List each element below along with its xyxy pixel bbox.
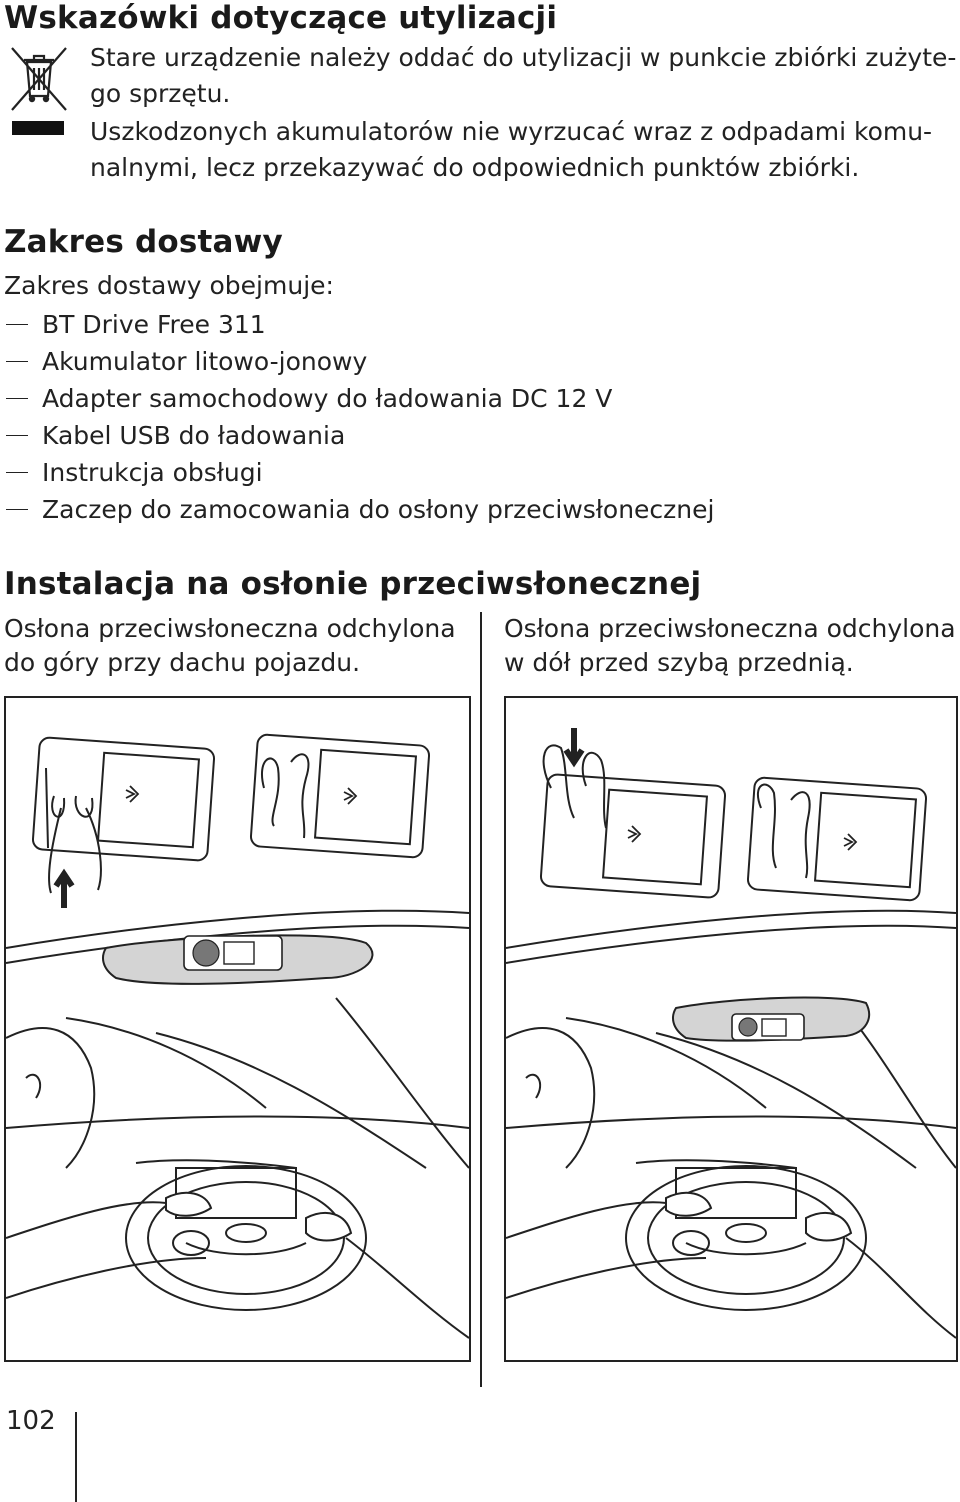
delivery-list-item: Akumulator litowo-jonowy bbox=[6, 347, 367, 376]
dash-bullet-icon bbox=[6, 397, 28, 399]
disposal-paragraph-1-line-1: Stare urządzenie należy oddać do utyliza… bbox=[90, 43, 957, 72]
delivery-title: Zakres dostawy bbox=[4, 224, 283, 260]
delivery-item-label: Adapter samochodowy do ładowania DC 12 V bbox=[42, 384, 613, 413]
disposal-paragraph-2-line-1: Uszkodzonych akumulatorów nie wyrzucać w… bbox=[90, 117, 933, 146]
illustration-visor-lowered bbox=[504, 696, 958, 1362]
separate-collection-bar-icon bbox=[12, 121, 64, 135]
delivery-list-item: Adapter samochodowy do ładowania DC 12 V bbox=[6, 384, 612, 413]
dash-bullet-icon bbox=[6, 360, 28, 362]
delivery-list-item: Zaczep do zamocowania do osłony przeciws… bbox=[6, 495, 714, 524]
disposal-paragraph-1-line-2: go sprzętu. bbox=[90, 79, 231, 108]
delivery-list-item: BT Drive Free 311 bbox=[6, 310, 266, 339]
dash-bullet-icon bbox=[6, 471, 28, 473]
left-caption-line-2: do góry przy dachu pojazdu. bbox=[4, 648, 361, 677]
delivery-item-label: Zaczep do zamocowania do osłony przeciws… bbox=[42, 495, 715, 524]
delivery-intro: Zakres dostawy obejmuje: bbox=[4, 271, 334, 300]
delivery-item-label: Akumulator litowo-jonowy bbox=[42, 347, 368, 376]
disposal-title: Wskazówki dotyczące utylizacji bbox=[4, 0, 558, 36]
right-caption-line-2: w dół przed szybą przednią. bbox=[504, 648, 854, 677]
page-number: 102 bbox=[6, 1406, 56, 1436]
dash-bullet-icon bbox=[6, 323, 28, 325]
crossed-out-wheelie-bin-icon bbox=[10, 42, 68, 114]
disposal-paragraph-2-line-2: nalnymi, lecz przekazywać do odpowiednic… bbox=[90, 153, 860, 182]
delivery-item-label: BT Drive Free 311 bbox=[42, 310, 266, 339]
left-caption-line-1: Osłona przeciwsłoneczna odchylona bbox=[4, 614, 456, 643]
dash-bullet-icon bbox=[6, 434, 28, 436]
footer-divider bbox=[75, 1412, 77, 1502]
delivery-item-label: Instrukcja obsługi bbox=[42, 458, 263, 487]
delivery-list-item: Instrukcja obsługi bbox=[6, 458, 263, 487]
right-caption-line-1: Osłona przeciwsłoneczna odchylona bbox=[504, 614, 956, 643]
installation-title: Instalacja na osłonie przeciwsłonecznej bbox=[4, 566, 702, 602]
dash-bullet-icon bbox=[6, 508, 28, 510]
delivery-list-item: Kabel USB do ładowania bbox=[6, 421, 345, 450]
illustration-visor-raised bbox=[4, 696, 471, 1362]
column-divider bbox=[480, 612, 482, 1387]
delivery-item-label: Kabel USB do ładowania bbox=[42, 421, 346, 450]
